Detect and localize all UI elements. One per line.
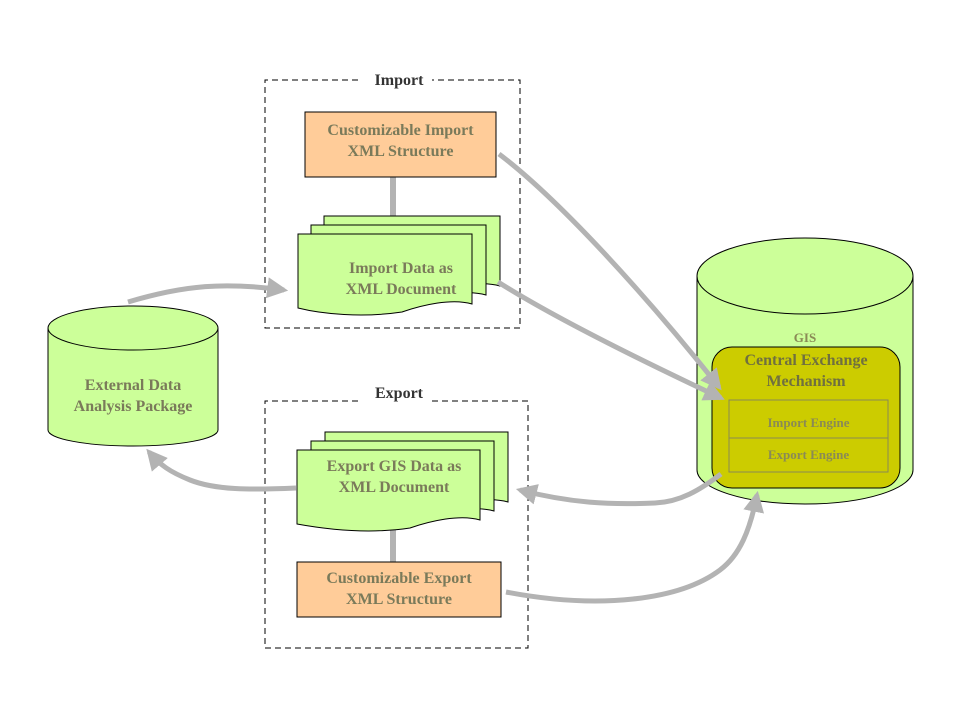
external-to-import-arrow (127, 277, 289, 305)
export-engine-label: Export Engine (767, 447, 850, 462)
export-data-document-label: Export GIS Data as XML Document (326, 458, 462, 496)
import-data-document-label: Import Data as XML Document (345, 260, 457, 298)
external-package-label: External Data Analysis Package (73, 377, 193, 415)
export-engine-to-document-arrow (515, 472, 723, 507)
import-structure-to-engine-arrow (497, 152, 722, 391)
export-group-border (264, 400, 529, 649)
import-xml-structure-label: Customizable Import XML Structure (327, 122, 474, 160)
export-xml-structure-box (296, 561, 502, 618)
export-to-external-arrow (146, 448, 297, 492)
import-group-title: Import (374, 72, 424, 89)
central-exchange-label: Central Exchange Mechanism (744, 352, 868, 390)
import-data-document-stack (297, 215, 501, 316)
import-xml-structure-box (304, 111, 497, 178)
export-xml-structure-label: Customizable Export XML Structure (326, 570, 472, 608)
import-engine-label: Import Engine (767, 415, 850, 430)
export-data-document-stack (296, 431, 509, 532)
external-package-cylinder (47, 305, 219, 447)
import-data-to-engine-arrow (496, 279, 725, 401)
export-group-title: Export (375, 385, 423, 402)
export-engine-box (728, 437, 889, 473)
export-group (264, 400, 529, 649)
export-structure-to-engine-arrow (505, 490, 764, 604)
gis-label: GIS (793, 330, 817, 345)
